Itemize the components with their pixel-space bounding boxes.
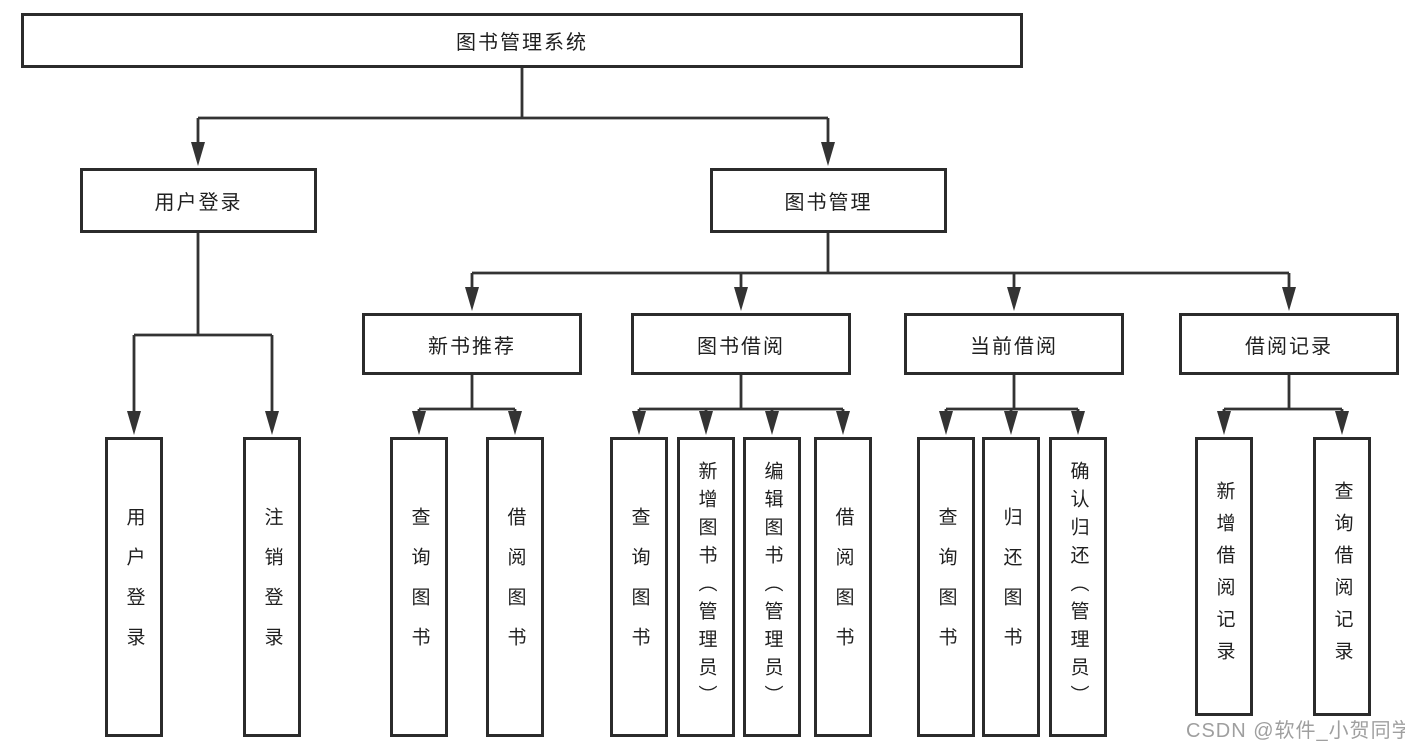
- node-label: 查询图书: [408, 507, 430, 667]
- arrow-down-icon: [632, 411, 646, 435]
- node-label: 归还图书: [1000, 507, 1022, 667]
- node-borrow-books-recommend: 借阅图书: [486, 437, 544, 737]
- arrow-down-icon: [1007, 287, 1021, 311]
- node-label: 确认归还（管理员）: [1067, 461, 1089, 713]
- node-label: 图书借阅: [697, 335, 785, 358]
- node-user-login: 用户登录: [80, 168, 317, 233]
- node-label: 借阅记录: [1245, 335, 1333, 358]
- node-label: 查询图书: [628, 507, 650, 667]
- node-label: 新增图书（管理员）: [695, 461, 717, 713]
- arrow-down-icon: [1004, 411, 1018, 435]
- node-query-books-recommend: 查询图书: [390, 437, 448, 737]
- arrow-down-icon: [127, 411, 141, 435]
- arrow-down-icon: [734, 287, 748, 311]
- arrow-down-icon: [765, 411, 779, 435]
- node-add-borrow-record: 新增借阅记录: [1195, 437, 1253, 716]
- node-label: 借阅图书: [832, 507, 854, 667]
- node-label: 当前借阅: [970, 335, 1058, 358]
- node-query-books-current: 查询图书: [917, 437, 975, 737]
- node-logout: 注销登录: [243, 437, 301, 737]
- node-label: 用户登录: [154, 192, 243, 214]
- node-label: 图书管理: [784, 192, 873, 214]
- node-query-books-borrow: 查询图书: [610, 437, 668, 737]
- watermark: CSDN @软件_小贺同学: [1186, 720, 1405, 742]
- arrow-down-icon: [1071, 411, 1085, 435]
- arrow-down-icon: [191, 142, 205, 166]
- node-current-borrow: 当前借阅: [904, 313, 1124, 375]
- node-label: 图书管理系统: [456, 32, 588, 54]
- node-add-books-admin: 新增图书（管理员）: [677, 437, 735, 737]
- arrow-down-icon: [465, 287, 479, 311]
- arrow-down-icon: [821, 142, 835, 166]
- arrow-down-icon: [412, 411, 426, 435]
- arrow-down-icon: [1217, 411, 1231, 435]
- node-borrow-books-leaf: 借阅图书: [814, 437, 872, 737]
- arrow-down-icon: [836, 411, 850, 435]
- node-new-book-recommend: 新书推荐: [362, 313, 582, 375]
- node-label: 编辑图书（管理员）: [761, 461, 783, 713]
- node-book-borrow: 图书借阅: [631, 313, 851, 375]
- node-return-books: 归还图书: [982, 437, 1040, 737]
- arrow-down-icon: [508, 411, 522, 435]
- arrow-down-icon: [699, 411, 713, 435]
- node-label: 注销登录: [261, 507, 283, 667]
- node-user-login-leaf: 用户登录: [105, 437, 163, 737]
- arrowheads: [127, 142, 1349, 435]
- node-label: 查询图书: [935, 507, 957, 667]
- node-query-borrow-record: 查询借阅记录: [1313, 437, 1371, 716]
- node-confirm-return-admin: 确认归还（管理员）: [1049, 437, 1107, 737]
- node-root: 图书管理系统: [21, 13, 1023, 68]
- node-edit-books-admin: 编辑图书（管理员）: [743, 437, 801, 737]
- node-book-management: 图书管理: [710, 168, 947, 233]
- node-label: 用户登录: [123, 507, 145, 667]
- node-borrow-records: 借阅记录: [1179, 313, 1399, 375]
- node-label: 借阅图书: [504, 507, 526, 667]
- node-label: 新增借阅记录: [1213, 480, 1235, 673]
- node-label: 查询借阅记录: [1331, 480, 1353, 673]
- arrow-down-icon: [1282, 287, 1296, 311]
- node-label: 新书推荐: [428, 335, 516, 358]
- arrow-down-icon: [1335, 411, 1349, 435]
- arrow-down-icon: [265, 411, 279, 435]
- arrow-down-icon: [939, 411, 953, 435]
